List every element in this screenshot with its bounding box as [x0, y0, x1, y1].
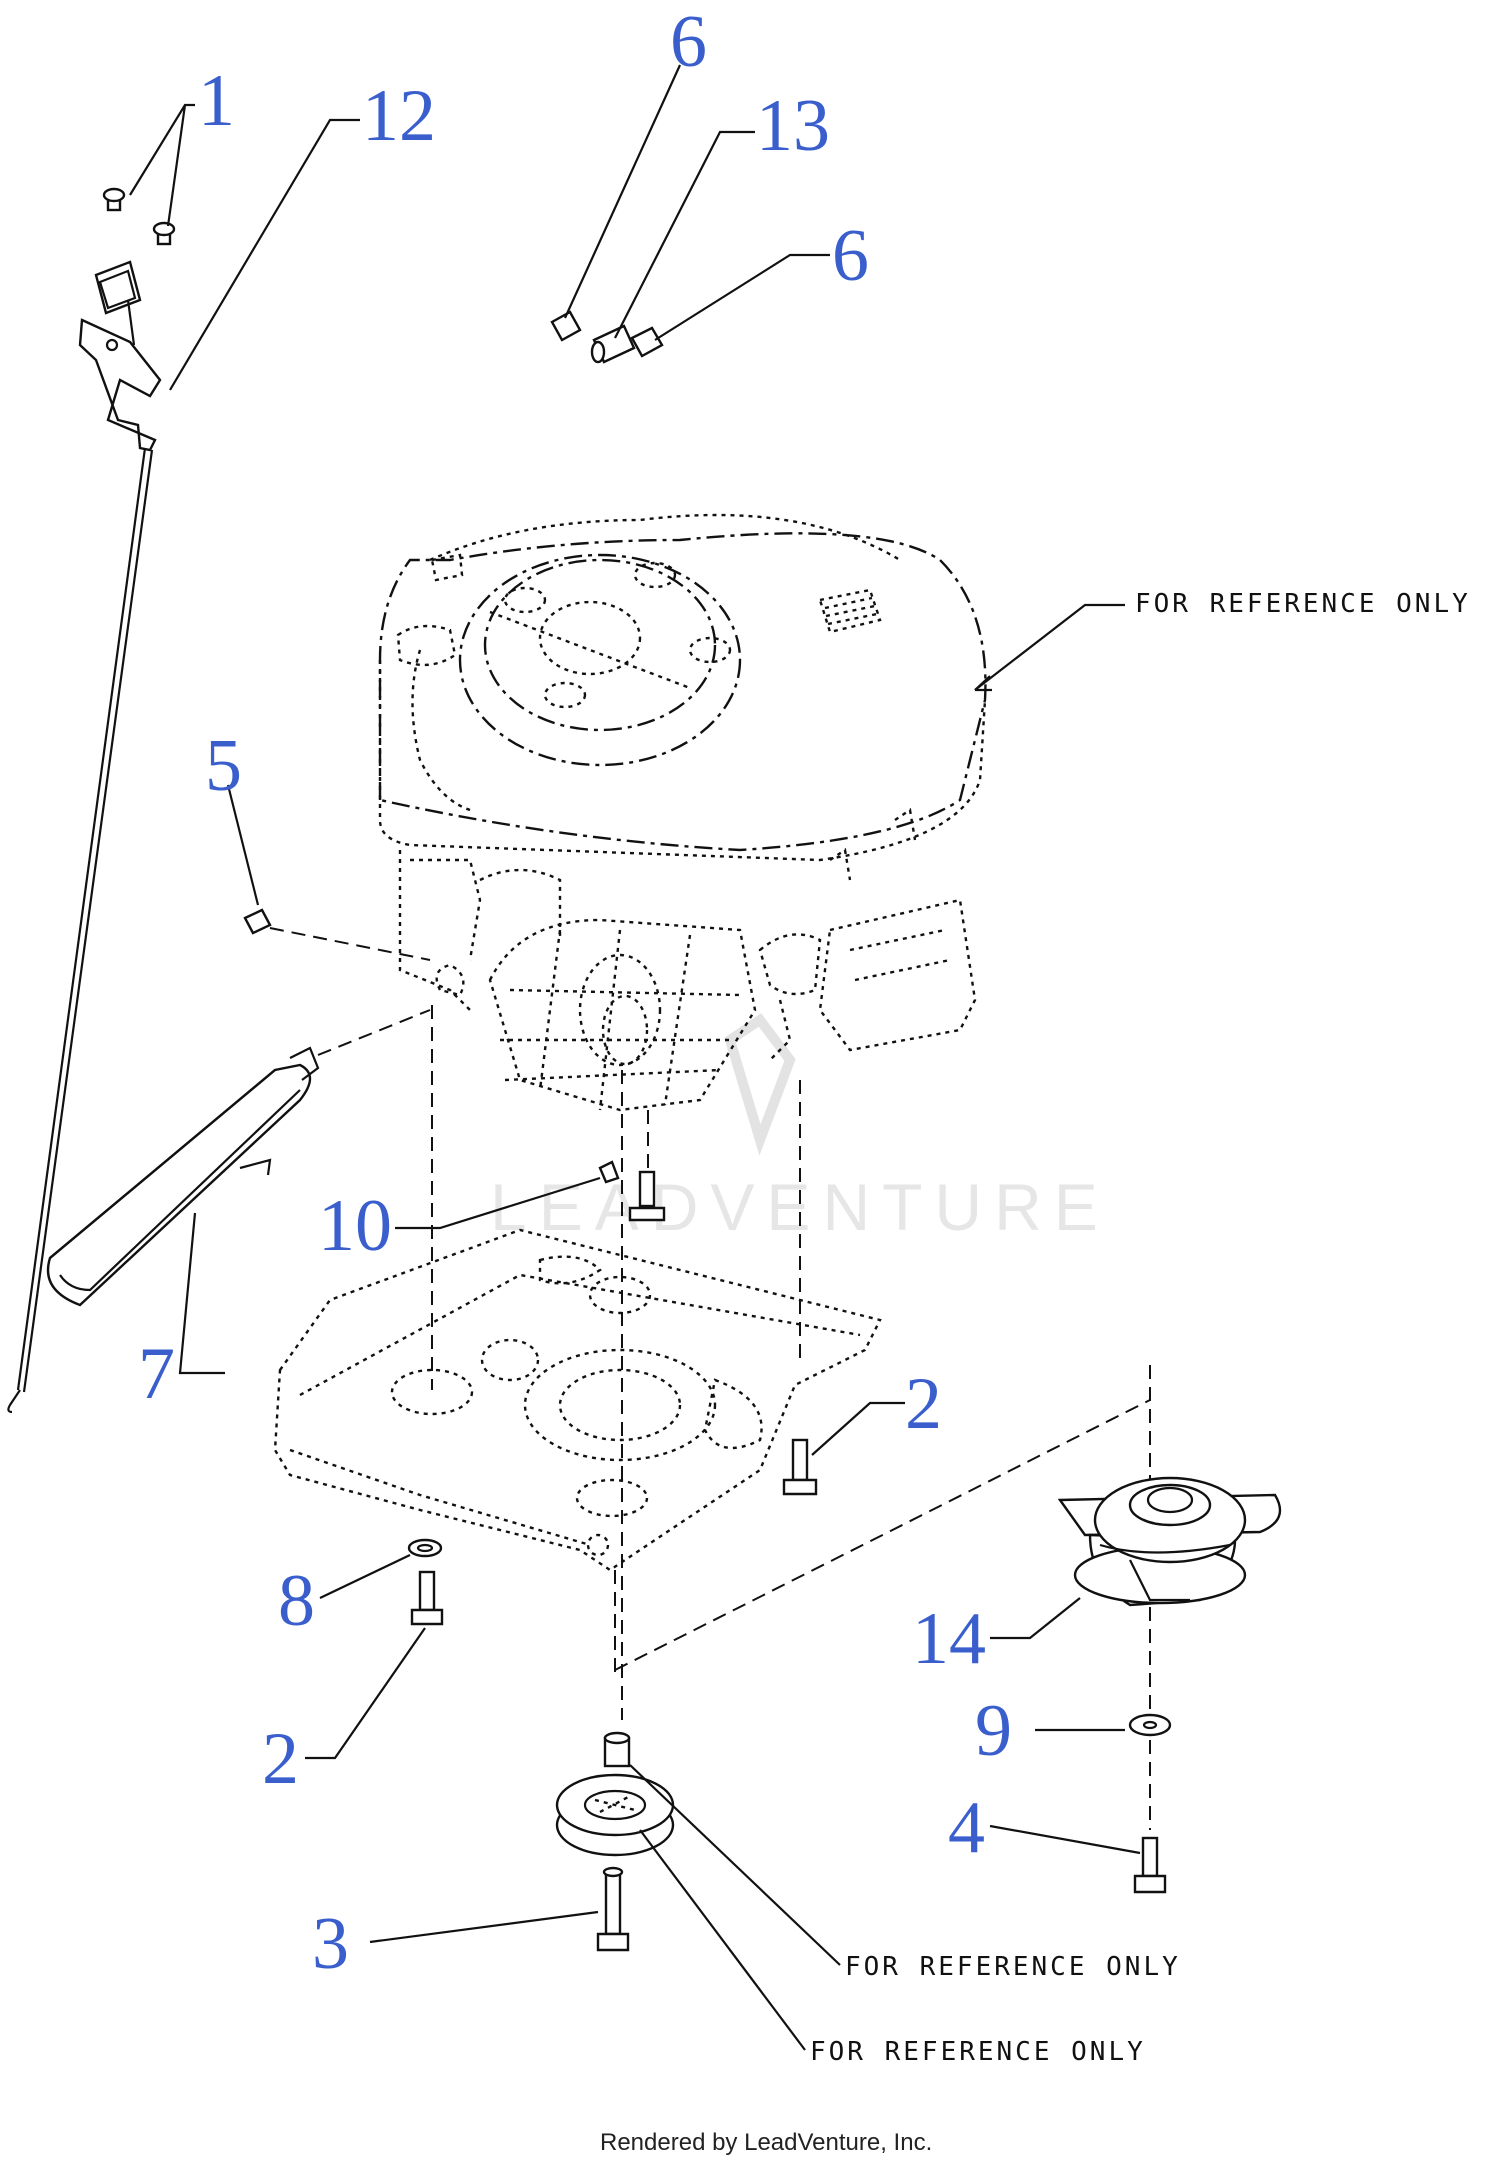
- guard-part-7: [46, 1009, 431, 1375]
- throttle-rod: [16, 447, 147, 1391]
- washer-part-9: [1035, 1713, 1172, 1830]
- washer-part-8: [319, 1538, 443, 1599]
- reference-label-pulley: FOR REFERENCE ONLY: [810, 2037, 1146, 2067]
- callout-3: 3: [312, 1903, 349, 1985]
- crank-pulley-reference: [555, 1731, 841, 2051]
- reference-labels: FOR REFERENCE ONLY FOR REFERENCE ONLY FO…: [810, 589, 1471, 2067]
- callout-6: 6: [832, 215, 869, 297]
- nut-part-6a: [550, 310, 582, 342]
- leadventure-watermark: LEADVENTURE: [490, 1013, 1110, 1244]
- callout-14: 14: [912, 1598, 986, 1680]
- callout-10: 10: [318, 1185, 392, 1267]
- spacer-hardware: [550, 64, 830, 364]
- pin-part-10: [395, 1160, 620, 1230]
- callout-9: 9: [975, 1690, 1012, 1772]
- callout-5: 5: [205, 725, 242, 807]
- callout-6: 6: [670, 1, 707, 83]
- reference-label-engine: FOR REFERENCE ONLY: [1135, 589, 1471, 619]
- callout-12: 12: [362, 75, 436, 157]
- callout-2: 2: [905, 1363, 942, 1445]
- callout-7: 7: [138, 1333, 175, 1415]
- nut-part-5: [226, 784, 431, 961]
- bolt-part-4: [989, 1824, 1167, 1894]
- callout-8: 8: [278, 1560, 315, 1642]
- pedal-bracket: [78, 318, 162, 452]
- reference-label-spacer: FOR REFERENCE ONLY: [845, 1952, 1181, 1982]
- bolt-part-2a: [782, 1401, 905, 1496]
- screw-part-1a: [102, 187, 126, 212]
- callout-4: 4: [948, 1787, 985, 1869]
- nut-part-6b: [630, 326, 664, 358]
- bolt-part-3: [369, 1866, 630, 1952]
- deck-plate-reference: [273, 1228, 882, 1572]
- footer-credit: Rendered by LeadVenture, Inc.: [600, 2129, 932, 2156]
- throttle-control-assembly: [7, 103, 360, 1414]
- watermark-text: LEADVENTURE: [490, 1170, 1110, 1244]
- callout-1: 1: [198, 60, 235, 142]
- pulley-part-14: [614, 1365, 1282, 1720]
- callout-labels: 1 12 6 13 6 5 10 7 2 8 2 14 9 4 3: [138, 1, 1012, 1985]
- engine-bolt: [628, 1170, 666, 1222]
- screw-part-1b: [152, 221, 176, 246]
- callout-13: 13: [756, 85, 830, 167]
- callout-2: 2: [262, 1718, 299, 1800]
- bolt-part-2b: [305, 1570, 444, 1760]
- engine-reference: [378, 513, 1125, 1112]
